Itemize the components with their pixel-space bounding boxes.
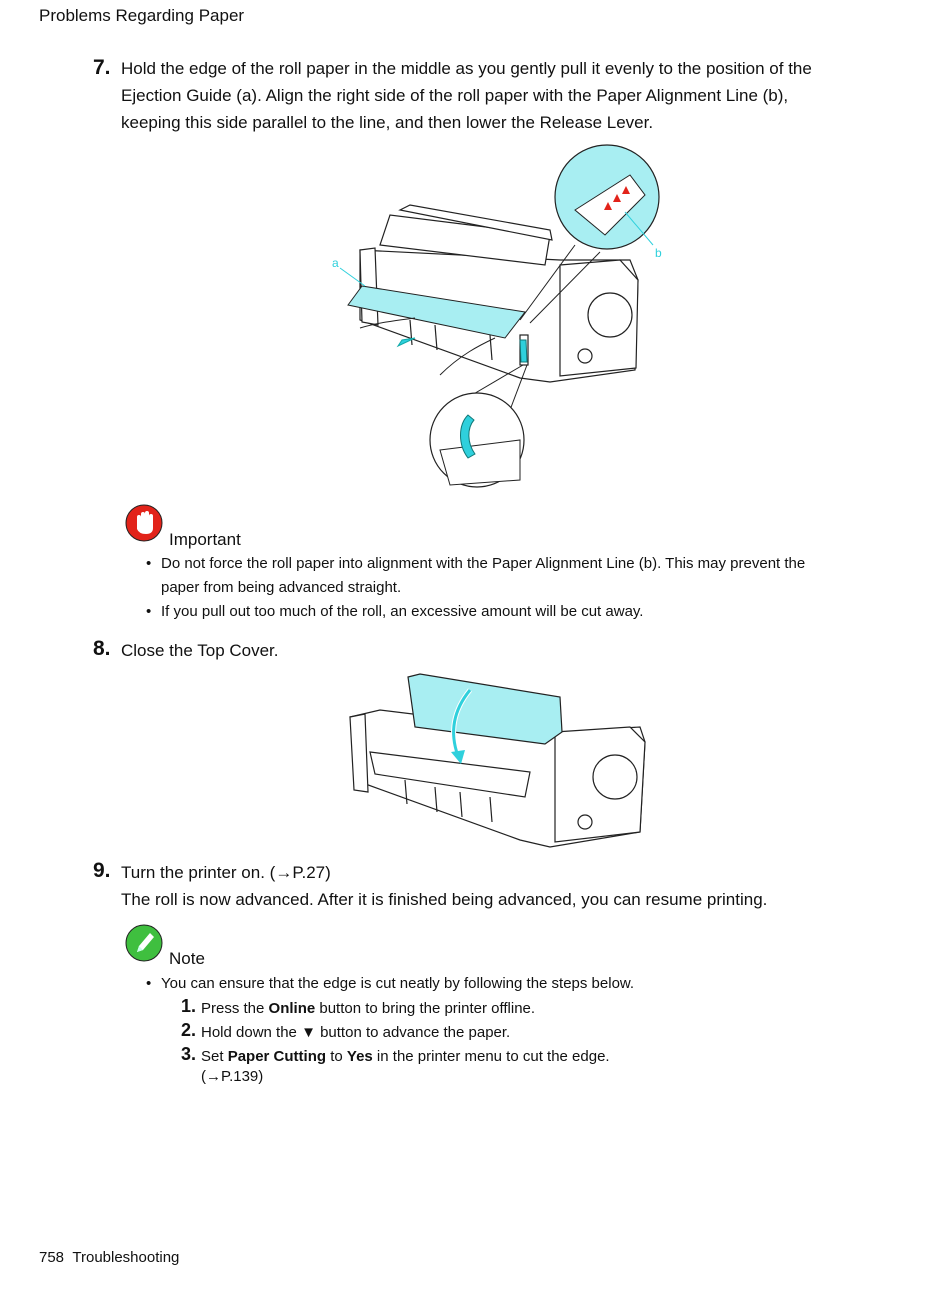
note-sub-3-ref: (→P.139) xyxy=(201,1068,264,1085)
important-bullet-1-line-2: paper from being advanced straight. xyxy=(161,579,402,596)
illustration-pull-paper: a b xyxy=(332,144,662,488)
note-sub-1-post: button to bring the printer offline. xyxy=(315,1000,536,1017)
callout-b-label: b xyxy=(655,246,662,260)
note-sub-3-bold-1: Paper Cutting xyxy=(227,1048,327,1065)
step-7-line-3: keeping this side parallel to the line, … xyxy=(121,113,654,132)
note-sub-1-number: 1. xyxy=(181,996,197,1016)
footer-section: Troubleshooting xyxy=(72,1249,180,1266)
bullet-dot: • xyxy=(146,603,152,620)
note-sub-1-pre: Press the xyxy=(201,1000,269,1017)
bullet-dot: • xyxy=(146,555,152,572)
step-7-number: 7. xyxy=(93,56,111,79)
note-sub-2-number: 2. xyxy=(181,1020,197,1040)
callout-a-label: a xyxy=(332,256,339,270)
pencil-icon xyxy=(125,924,163,962)
step-9-text: Turn the printer on. (→P.27) The roll is… xyxy=(121,859,921,913)
step-9-number: 9. xyxy=(93,859,111,882)
note-sub-3: Set Paper Cutting to Yes in the printer … xyxy=(201,1045,610,1089)
illustration-close-cover xyxy=(349,673,646,848)
step-7-line-1: Hold the edge of the roll paper in the m… xyxy=(121,59,812,78)
important-bullet-1-line-1: Do not force the roll paper into alignme… xyxy=(161,555,806,572)
important-bullet-2: If you pull out too much of the roll, an… xyxy=(161,603,644,620)
important-title: Important xyxy=(169,530,241,549)
step-9-line-1: Turn the printer on. (→P.27) xyxy=(121,863,331,882)
step-7-text: Hold the edge of the roll paper in the m… xyxy=(121,55,921,136)
important-bullet-1: Do not force the roll paper into alignme… xyxy=(161,552,881,600)
roll-paper-sheet xyxy=(347,285,526,339)
note-title: Note xyxy=(169,949,205,968)
note-sub-1-bold: Online xyxy=(268,1000,316,1017)
note-sub-1: Press the Online button to bring the pri… xyxy=(201,997,535,1021)
top-cover xyxy=(407,673,563,745)
step-7-line-2: Ejection Guide (a). Align the right side… xyxy=(121,86,789,105)
note-sub-3-post: in the printer menu to cut the edge. xyxy=(372,1048,610,1065)
page-footer: 758 Troubleshooting xyxy=(39,1249,179,1266)
step-9-line-2: The roll is now advanced. After it is fi… xyxy=(121,890,768,909)
bullet-dot: • xyxy=(146,975,152,992)
running-header: Problems Regarding Paper xyxy=(39,6,245,25)
note-sub-3-bold-2: Yes xyxy=(346,1048,373,1065)
note-sub-3-number: 3. xyxy=(181,1044,197,1064)
step-8-number: 8. xyxy=(93,637,111,660)
hand-stop-icon xyxy=(125,504,163,542)
note-sub-2: Hold down the ▼ button to advance the pa… xyxy=(201,1024,511,1041)
note-sub-3-pre: Set xyxy=(201,1048,228,1065)
note-sub-3-mid: to xyxy=(326,1048,347,1065)
step-8-text: Close the Top Cover. xyxy=(121,641,279,660)
page-number: 758 xyxy=(39,1249,65,1266)
note-bullet: You can ensure that the edge is cut neat… xyxy=(161,975,635,992)
